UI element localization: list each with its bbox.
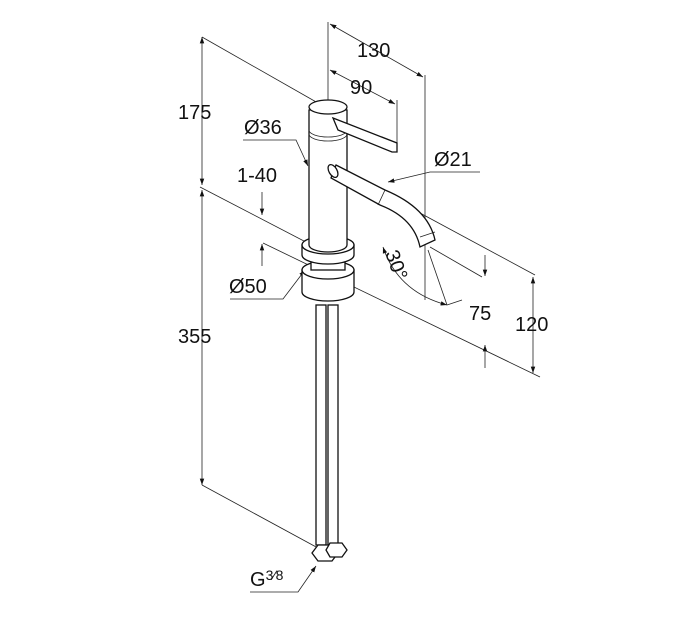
label-spout-angle: 30° [380,247,411,283]
spout-angle-lines [382,246,463,306]
body-diameter-leader [243,139,309,167]
supply-hose-left [315,304,327,546]
label-90: 90 [350,77,372,99]
spout [330,164,436,248]
label-175: 175 [178,102,211,124]
label-body-diameter: Ø36 [244,117,282,139]
label-130: 130 [357,40,390,62]
spout-diameter-leader [387,171,480,183]
faucet-body [308,109,348,253]
label-120: 120 [515,314,548,336]
faucet-cap [308,99,348,115]
connection-fraction: 3⁄8 [266,567,284,583]
connection-leader [250,565,317,593]
faucet [301,99,436,562]
label-connection: G3⁄8 [250,567,284,591]
spout-height-dimension-lines [419,212,536,373]
deck-dimension-lines [230,192,541,378]
label-base-diameter: Ø50 [229,276,267,298]
label-deck-thickness: 1-40 [237,165,277,187]
label-spout-diameter: Ø21 [434,149,472,171]
lever-handle [331,116,398,153]
label-75: 75 [469,303,491,325]
supply-hose-right [327,304,339,546]
connection-thread-letter: G [250,569,266,591]
label-355: 355 [178,326,211,348]
